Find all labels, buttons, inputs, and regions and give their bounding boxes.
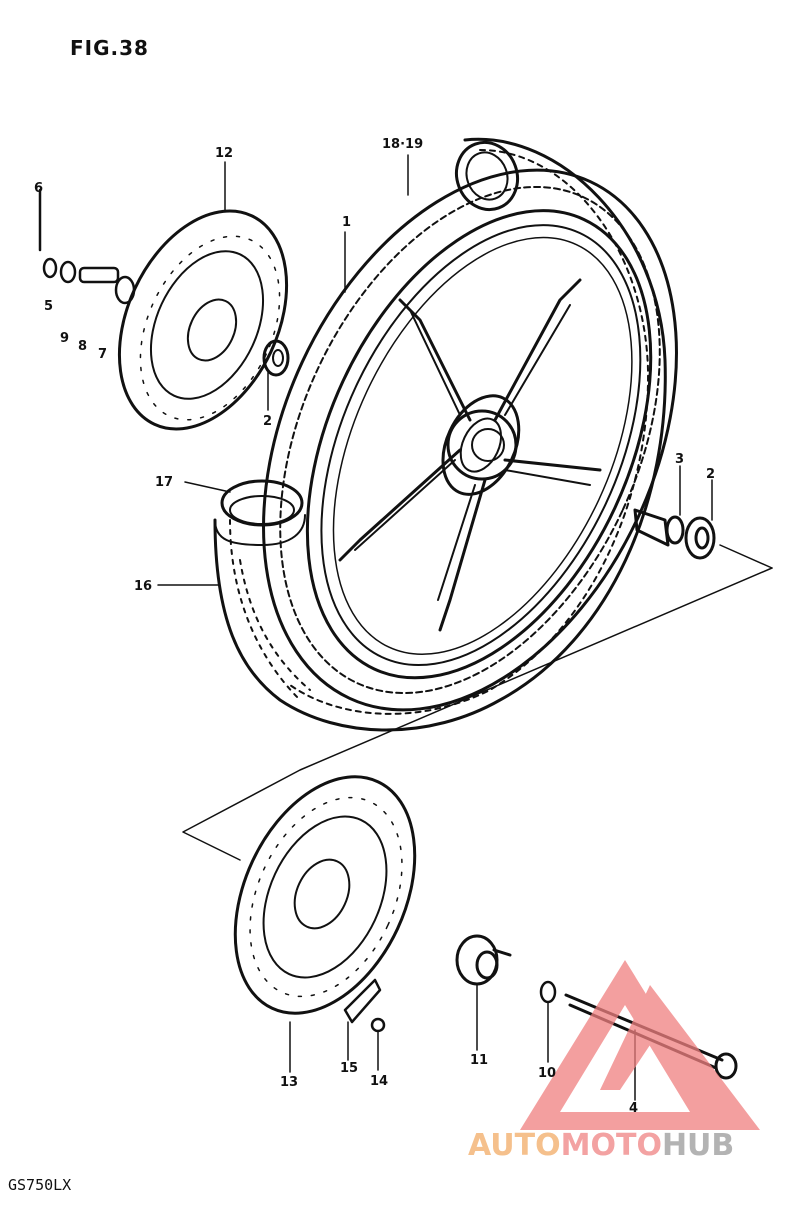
callout-6: 6	[34, 181, 43, 196]
callout-4: 4	[629, 1101, 638, 1116]
bearing-left	[262, 339, 290, 377]
tire-section-top	[455, 140, 519, 212]
washer	[539, 980, 557, 1004]
tire-tread-pattern	[289, 149, 650, 715]
assembly-line	[182, 567, 773, 861]
wheel-hub	[446, 409, 518, 481]
callout-17: 17	[155, 475, 173, 490]
callout-7: 7	[98, 347, 107, 362]
leader-lines	[157, 154, 713, 1101]
watermark-part2: MOTO	[560, 1128, 662, 1163]
callout-18-19: 18·19	[382, 137, 423, 152]
axle-left-parts	[38, 188, 136, 305]
callout-11: 11	[470, 1053, 488, 1068]
watermark-text: AUTOMOTOHUB	[468, 1128, 734, 1163]
callout-1: 1	[342, 215, 351, 230]
callout-16: 16	[134, 579, 152, 594]
tire-tread-pattern-2	[229, 519, 311, 701]
disc-lock-plate	[343, 978, 382, 1024]
callout-10: 10	[538, 1066, 556, 1081]
callout-13: 13	[280, 1075, 298, 1090]
callout-labels: 12 18·19 1 6 5 9 8 7 2 3 2 17 16 13 15 1…	[34, 137, 715, 1116]
speedometer-gearbox	[455, 934, 512, 986]
disc-bolt	[370, 1017, 386, 1033]
callout-12: 12	[215, 146, 233, 161]
callout-9: 9	[60, 331, 69, 346]
watermark-logo	[520, 960, 760, 1130]
axle-right-parts	[633, 508, 716, 560]
wheel-spokes	[338, 278, 602, 632]
brake-disc-left	[117, 209, 289, 431]
callout-14: 14	[370, 1074, 388, 1089]
model-code: GS750LX	[8, 1176, 72, 1194]
callout-15: 15	[340, 1061, 358, 1076]
callout-2-right: 2	[706, 467, 715, 482]
watermark-part3: HUB	[661, 1128, 735, 1163]
tire-tread	[213, 137, 667, 732]
watermark-part1: AUTO	[468, 1128, 561, 1163]
callout-5: 5	[44, 299, 53, 314]
callout-3: 3	[675, 452, 684, 467]
callout-2-left: 2	[263, 414, 272, 429]
wheel-assembly	[262, 168, 678, 712]
brake-disc-right	[233, 775, 417, 1015]
figure-title: FIG.38	[70, 36, 149, 60]
callout-8: 8	[78, 339, 87, 354]
